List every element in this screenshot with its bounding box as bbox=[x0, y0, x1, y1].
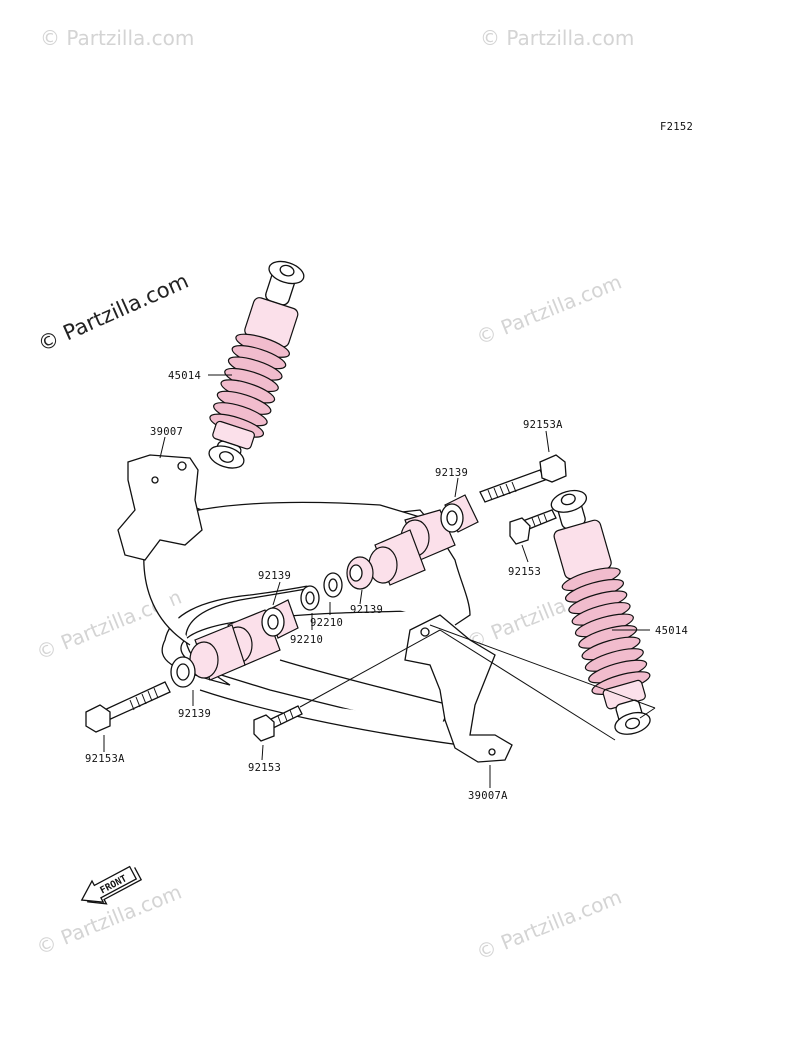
bolt-92153A-top bbox=[479, 454, 567, 503]
callout-92139-mid-left: 92139 bbox=[258, 570, 291, 582]
arrow-shadow bbox=[87, 867, 143, 905]
washer-92210-a bbox=[323, 572, 343, 598]
bushing-92139-mid-right bbox=[346, 556, 374, 590]
callout-92153-bottom: 92153 bbox=[248, 762, 281, 774]
watermark: © Partzilla.com bbox=[473, 885, 625, 965]
watermark-dark: © Partzilla.com bbox=[34, 269, 192, 357]
callout-45014-right: 45014 bbox=[655, 625, 688, 637]
callout-92210-a: 92210 bbox=[310, 617, 343, 629]
callout-39007: 39007 bbox=[150, 426, 183, 438]
watermark: © Partzilla.com bbox=[473, 270, 625, 350]
bolt-92153A-bottom bbox=[85, 681, 171, 733]
bolt-92153-right bbox=[509, 509, 557, 545]
washer-92210-b bbox=[300, 585, 320, 611]
shock-absorber-left bbox=[208, 260, 305, 469]
watermark: © Partzilla.com bbox=[480, 26, 634, 50]
callout-92210-b: 92210 bbox=[290, 634, 323, 646]
spring-coils bbox=[209, 333, 290, 438]
shock-absorber-right bbox=[550, 489, 651, 735]
callout-92139-bottom: 92139 bbox=[178, 708, 211, 720]
callout-92153A-bottom: 92153A bbox=[85, 753, 125, 765]
leader-lines bbox=[103, 374, 650, 788]
bushing-92139-mid-left bbox=[261, 599, 299, 639]
bolt-92153-bottom bbox=[253, 705, 303, 742]
callout-92139-mid-right: 92139 bbox=[350, 604, 383, 616]
pivot-bushing-upper bbox=[368, 509, 456, 586]
callout-92153A-top: 92153A bbox=[523, 419, 563, 431]
callout-45014-left: 45014 bbox=[168, 370, 201, 382]
bracket-39007A bbox=[404, 614, 513, 763]
bushing-92139-top bbox=[440, 494, 479, 533]
bushing-92139-bottom bbox=[170, 656, 196, 688]
callout-labels: 45014 39007 92153A 92139 92153 45014 921… bbox=[85, 370, 688, 802]
assembly-lines bbox=[299, 624, 656, 741]
watermark-layer: © Partzilla.com © Partzilla.com © Partzi… bbox=[33, 26, 634, 965]
bracket-39007 bbox=[117, 454, 203, 561]
front-arrow: FRONT bbox=[80, 865, 143, 905]
callout-92153-right: 92153 bbox=[508, 566, 541, 578]
figure-code: F2152 bbox=[660, 121, 693, 133]
callout-39007A: 39007A bbox=[468, 790, 508, 802]
spring-coils bbox=[561, 567, 651, 695]
callout-92139-top: 92139 bbox=[435, 467, 468, 479]
watermark: © Partzilla.com bbox=[40, 26, 194, 50]
arrow-shape bbox=[80, 865, 138, 903]
